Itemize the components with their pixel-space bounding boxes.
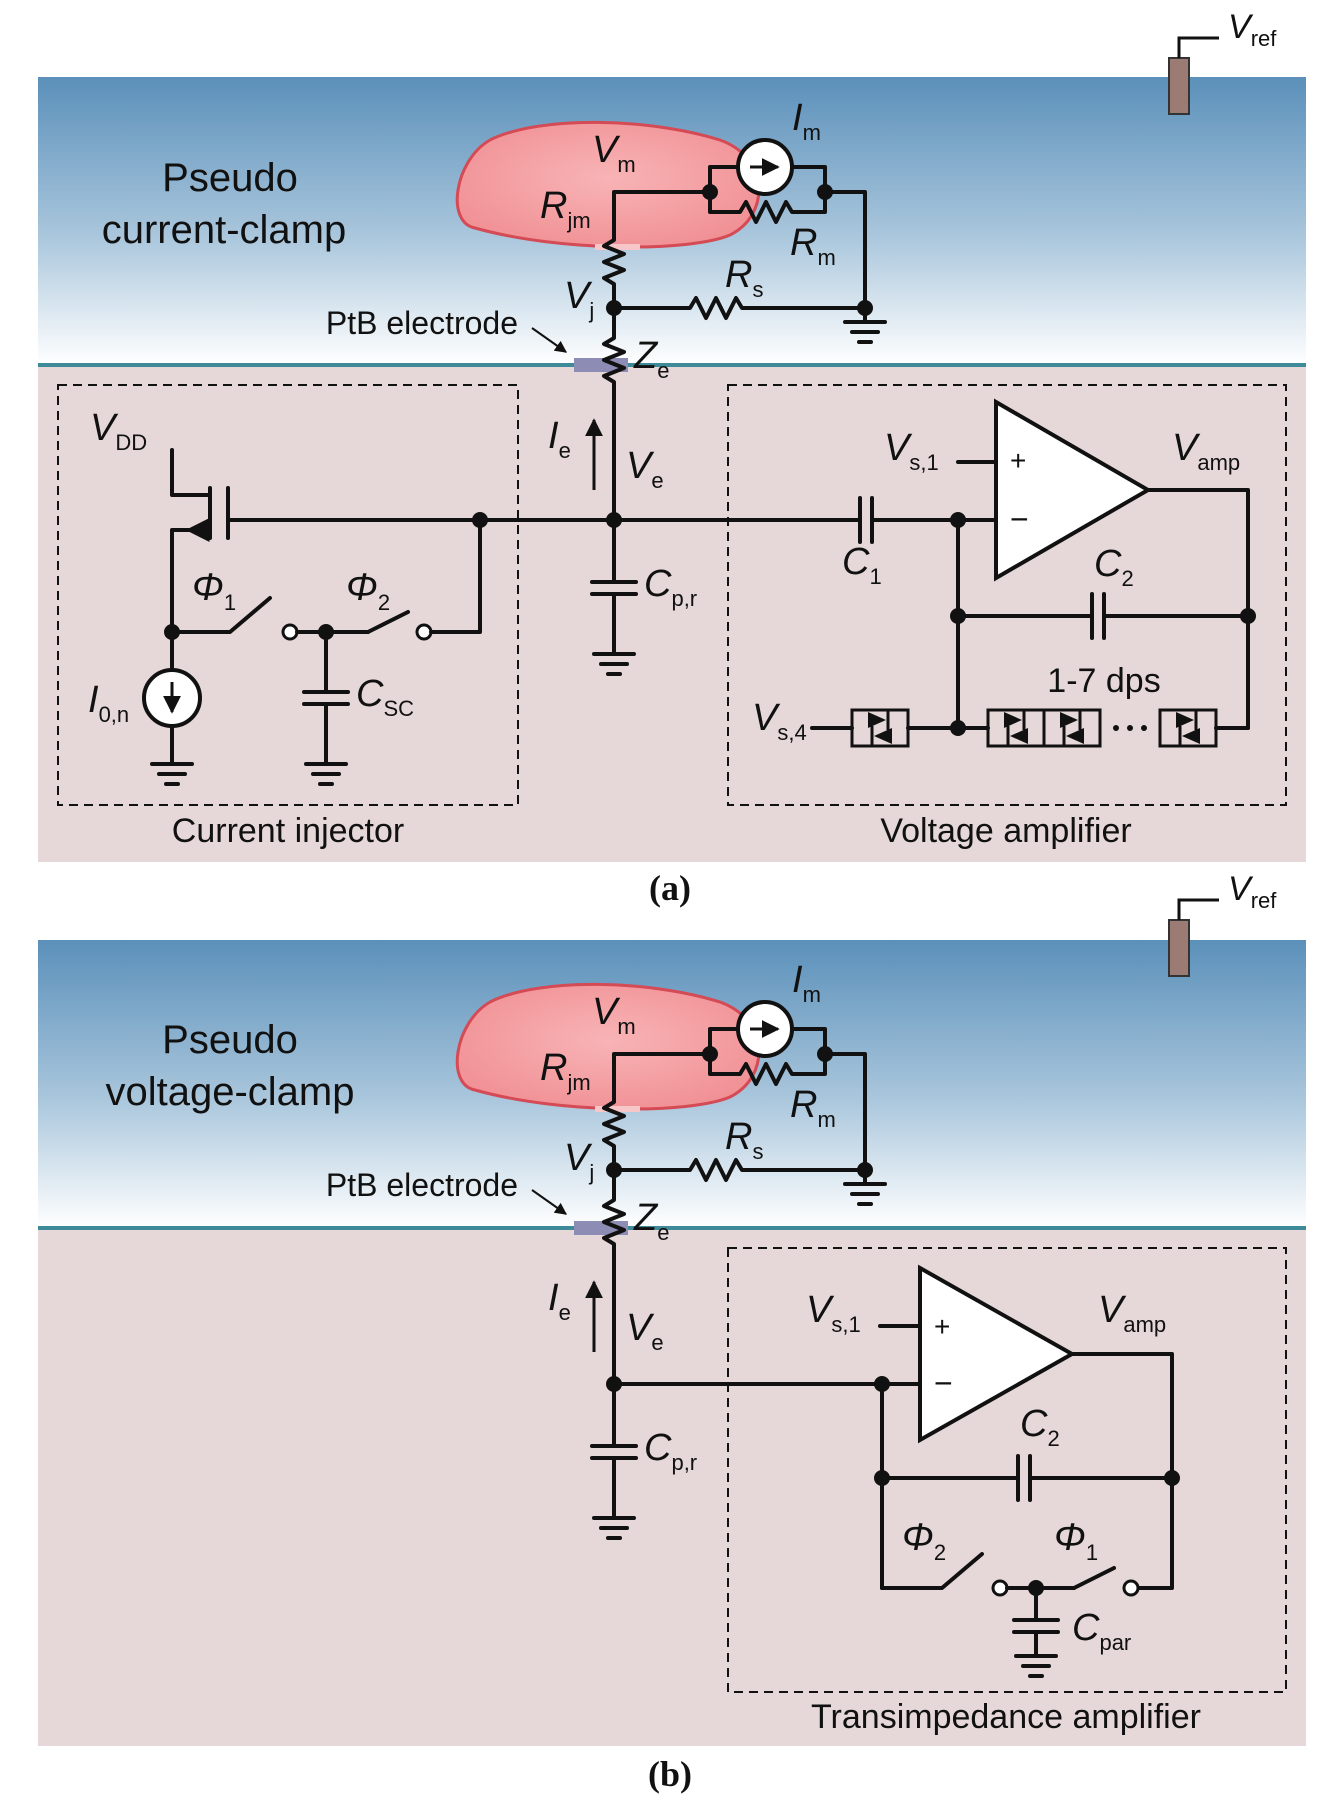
cell-circuit: [531, 138, 887, 522]
cell: [455, 120, 761, 249]
svg-text:−: −: [1010, 501, 1029, 537]
svg-text:Cpar: Cpar: [1072, 1607, 1131, 1655]
caption-a: (a): [649, 868, 691, 908]
cell: [455, 982, 761, 1111]
electrode-label: PtB electrode: [326, 1167, 518, 1203]
current-injector-box: [57, 384, 519, 806]
svg-text:Ie: Ie: [548, 415, 571, 463]
svg-text:Cp,r: Cp,r: [644, 563, 697, 611]
ptb-electrode: [574, 358, 628, 372]
svg-text:Vamp: Vamp: [1172, 427, 1240, 475]
svg-text:Φ2: Φ2: [346, 567, 390, 615]
svg-text:I0,n: I0,n: [88, 679, 129, 727]
svg-text:Rjm: Rjm: [540, 185, 591, 233]
svg-text:+: +: [934, 1311, 950, 1342]
voltage-amplifier-circuit: C1 + − Vs,1 Vamp C2 Vs,4: [612, 398, 1256, 748]
transimpedance-amplifier-label: Transimpedance amplifier: [811, 1698, 1201, 1736]
vref-label: V: [1228, 8, 1254, 46]
svg-text:Ve: Ve: [626, 1307, 664, 1355]
svg-text:Rm: Rm: [790, 1084, 836, 1132]
svg-text:Im: Im: [792, 97, 821, 145]
op-amp: [918, 1264, 1077, 1444]
svg-text:Vref: Vref: [1228, 8, 1277, 51]
voltage-amplifier-box: [727, 384, 1287, 806]
svg-text:C1: C1: [842, 541, 882, 589]
svg-text:C2: C2: [1020, 1403, 1060, 1451]
svg-text:Cp,r: Cp,r: [644, 1427, 697, 1475]
caption-b: (b): [648, 1754, 692, 1794]
panel-b: Vref Pseudo voltage-clamp: [38, 870, 1306, 1794]
reference-electrode: Vref: [1168, 870, 1277, 977]
panel-a: Vref Pseudo current-clamp: [38, 8, 1306, 908]
svg-text:Rs: Rs: [725, 254, 763, 302]
mode-title-line2: voltage-clamp: [105, 1070, 354, 1114]
mode-title-line1: Pseudo: [162, 1018, 298, 1062]
svg-text:Φ2: Φ2: [902, 1517, 946, 1565]
transimpedance-amplifier-box: [727, 1247, 1287, 1693]
mode-title-line1: Pseudo: [162, 156, 298, 200]
svg-text:Ze: Ze: [633, 335, 669, 383]
cell-circuit: [531, 1000, 887, 1386]
svg-text:Vs,1: Vs,1: [884, 427, 939, 475]
current-injector-label: Current injector: [172, 812, 404, 850]
svg-text:Ie: Ie: [548, 1277, 571, 1325]
svg-text:Vm: Vm: [592, 991, 636, 1039]
svg-text:C2: C2: [1094, 543, 1134, 591]
svg-text:Ze: Ze: [633, 1197, 669, 1245]
svg-text:Φ1: Φ1: [192, 567, 236, 615]
voltage-amplifier-label: Voltage amplifier: [880, 812, 1131, 850]
svg-text:Vs,4: Vs,4: [752, 697, 807, 745]
svg-text:Ve: Ve: [626, 445, 664, 493]
chip-region: [38, 1228, 1306, 1746]
svg-text:Rjm: Rjm: [540, 1047, 591, 1095]
svg-text:−: −: [934, 1365, 953, 1401]
svg-text:Vm: Vm: [592, 129, 636, 177]
svg-text:Im: Im: [792, 959, 821, 1007]
svg-text:Vj: Vj: [564, 1137, 594, 1185]
mode-title-line2: current-clamp: [102, 208, 347, 252]
svg-text:VDD: VDD: [90, 407, 147, 455]
svg-text:Vj: Vj: [564, 275, 594, 323]
svg-text:Vref: Vref: [1228, 870, 1277, 913]
svg-text:Vs,1: Vs,1: [806, 1289, 861, 1337]
svg-text:Rs: Rs: [725, 1116, 763, 1164]
reference-electrode: Vref: [1168, 8, 1277, 115]
current-injector-circuit: VDD Φ1 Φ2 CSC: [88, 407, 488, 786]
transimpedance-amplifier-circuit: + − Vs,1 Vamp C2 Φ2 Φ1: [806, 1264, 1180, 1678]
svg-text:Rm: Rm: [790, 222, 836, 270]
svg-text:Φ1: Φ1: [1054, 1517, 1098, 1565]
svg-text:+: +: [1010, 445, 1026, 476]
dps-label: 1-7 dps: [1047, 662, 1160, 700]
svg-text:Vamp: Vamp: [1098, 1289, 1166, 1337]
op-amp: [994, 398, 1152, 582]
electrode-label: PtB electrode: [326, 305, 518, 341]
svg-text:CSC: CSC: [356, 673, 414, 721]
